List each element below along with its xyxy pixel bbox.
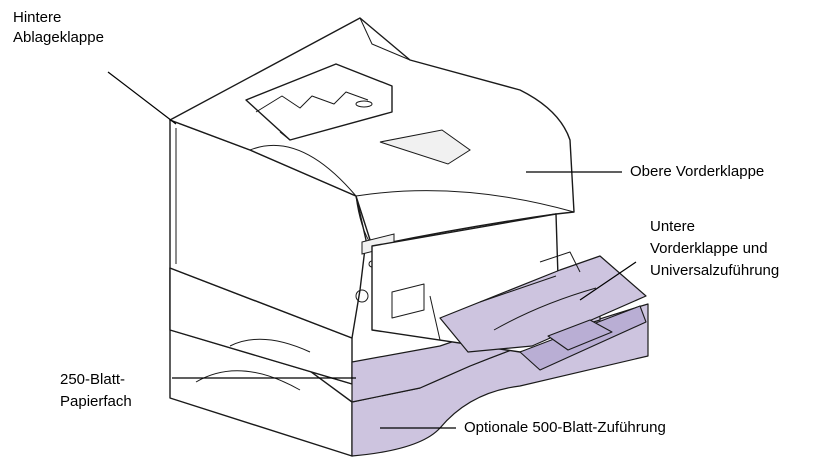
label-lower-front-door: Untere Vorderklappe und Universalzuführu… bbox=[650, 218, 780, 279]
leader-lower-front-door bbox=[579, 261, 637, 301]
lower-front-door-mp-feeder bbox=[371, 213, 647, 371]
label-rear-tray-door: Hintere Ablageklappe bbox=[13, 9, 104, 46]
callout-lines bbox=[107, 71, 637, 429]
label-feeder-500: Optionale 500-Blatt-Zuführung bbox=[464, 419, 666, 436]
label-tray-250: 250-Blatt- Papierfach bbox=[60, 371, 132, 410]
label-upper-front-door: Obere Vorderklappe bbox=[630, 163, 765, 180]
leader-rear-tray-door bbox=[107, 71, 177, 125]
rear-output-bin bbox=[245, 17, 411, 141]
